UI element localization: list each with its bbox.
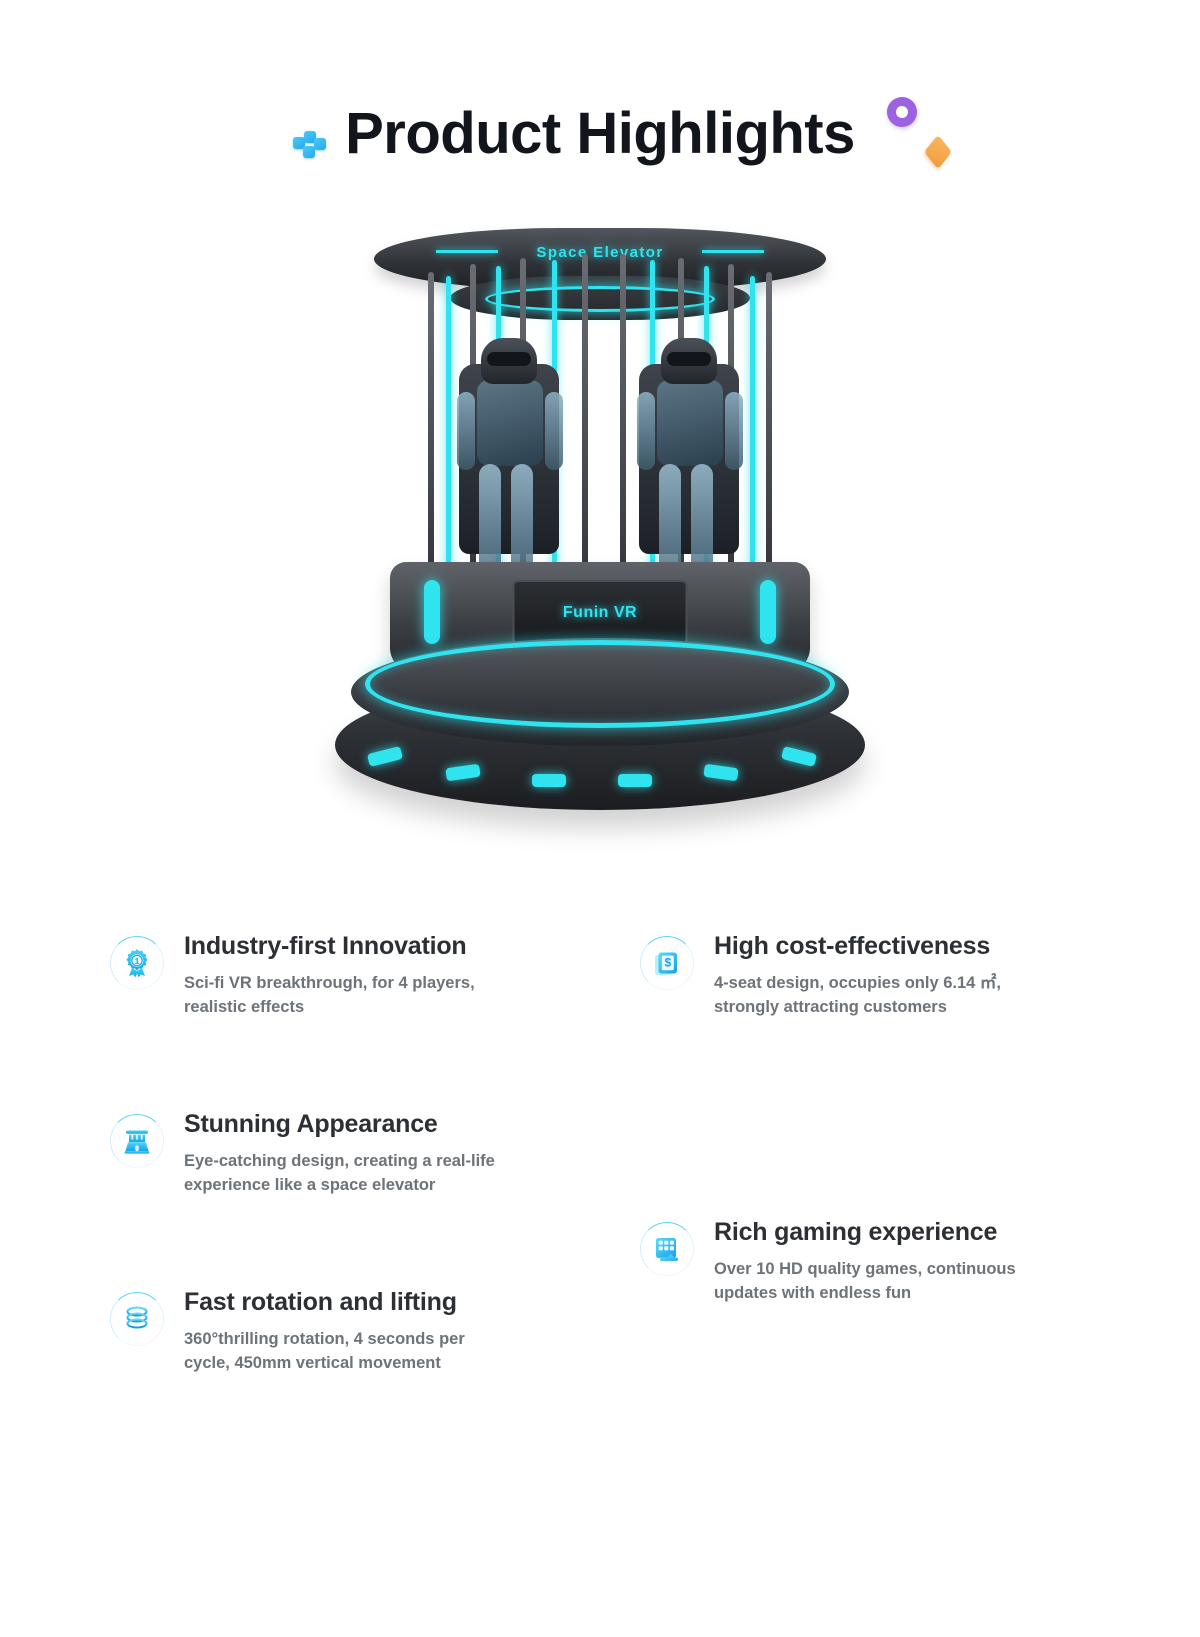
feature-industry-first-innovation: 1 Industry-first Innovation Sci-fi VR br… (110, 930, 620, 1020)
icon-glyph (120, 1302, 154, 1336)
money-book-icon: $ (640, 936, 694, 990)
rider-leg-right (691, 464, 713, 582)
feature-title: Fast rotation and lifting (184, 1287, 457, 1316)
feature-text: Rich gaming experience Over 10 HD qualit… (714, 1216, 1090, 1306)
spacer (110, 1090, 620, 1108)
feature-text: Industry-first Innovation Sci-fi VR brea… (184, 930, 620, 1020)
icon-glyph (120, 1124, 154, 1158)
rider-torso (477, 380, 543, 466)
icon-ring (110, 1291, 164, 1346)
svg-text:1: 1 (135, 956, 140, 966)
feature-description: Eye-catching design, creating a real-lif… (184, 1151, 495, 1194)
feature-text: High cost-effectiveness 4-seat design, o… (714, 930, 1090, 1020)
features-section: 1 Industry-first Innovation Sci-fi VR br… (0, 930, 1200, 1446)
brand-logo-text: Funin VR (562, 604, 638, 621)
app-grid-icon (640, 1221, 694, 1276)
features-grid: 1 Industry-first Innovation Sci-fi VR br… (110, 930, 1090, 1446)
page-title: Product Highlights (345, 101, 855, 166)
canopy-label: Space Elevator (536, 244, 664, 261)
rider-arm-right (545, 392, 563, 470)
feature-text: Fast rotation and lifting 360°thrilling … (184, 1286, 620, 1376)
spacer (640, 1090, 1090, 1216)
rider-arm-left (637, 392, 655, 470)
award-medal-icon: 1 (110, 936, 164, 990)
stacked-discs-icon (110, 1291, 164, 1346)
feature-fast-rotation-and-lifting: Fast rotation and lifting 360°thrilling … (110, 1286, 620, 1376)
icon-glyph: $ (650, 946, 684, 980)
canopy-trace-left (436, 250, 498, 253)
rider-left (435, 330, 585, 630)
rider-leg-right (511, 464, 533, 582)
rider-visor (667, 352, 711, 366)
icon-ring (640, 936, 694, 990)
purple-torus-icon (883, 93, 921, 131)
rider-right (615, 330, 765, 630)
spacer (110, 1268, 620, 1286)
rider-arm-right (725, 392, 743, 470)
deck-glow-right (760, 580, 776, 644)
base-light-strips (350, 734, 850, 794)
icon-glyph: 1 (120, 946, 154, 980)
feature-title: Rich gaming experience (714, 1217, 998, 1246)
feature-description: Sci-fi VR breakthrough, for 4 players, r… (184, 974, 475, 1016)
page-header: Product Highlights (0, 86, 1200, 182)
castle-building-icon (110, 1113, 164, 1168)
feature-description: 360°thrilling rotation, 4 seconds per cy… (184, 1329, 465, 1372)
feature-title: Stunning Appearance (184, 1109, 438, 1138)
features-column-right: $ High cost-effectiveness 4-seat design,… (620, 930, 1090, 1446)
rider-torso (657, 380, 723, 466)
features-column-left: 1 Industry-first Innovation Sci-fi VR br… (110, 930, 620, 1446)
icon-ring (640, 1221, 694, 1276)
feature-description: 4-seat design, occupies only 6.14 ㎡, str… (714, 974, 1002, 1016)
rider-visor (487, 352, 531, 366)
orange-diamond-icon (923, 134, 952, 170)
icon-ring (110, 936, 164, 990)
title-wrap: Product Highlights (293, 93, 952, 170)
feature-high-cost-effectiveness: $ High cost-effectiveness 4-seat design,… (640, 930, 1090, 1020)
canopy-glow-ring (485, 286, 715, 312)
feature-title: High cost-effectiveness (714, 932, 991, 960)
icon-ring (110, 1113, 164, 1168)
icon-glyph (650, 1232, 684, 1266)
svg-text:$: $ (664, 955, 671, 969)
rider-leg-left (479, 464, 501, 582)
feature-text: Stunning Appearance Eye-catching design,… (184, 1108, 620, 1198)
feature-stunning-appearance: Stunning Appearance Eye-catching design,… (110, 1108, 620, 1198)
deck-glow-left (424, 580, 440, 644)
canopy-trace-right (702, 250, 764, 253)
rider-arm-left (457, 392, 475, 470)
vr-space-elevator-machine: Space Elevator (320, 200, 880, 820)
feature-rich-gaming-experience: Rich gaming experience Over 10 HD qualit… (640, 1216, 1090, 1306)
deck-brand-panel: Funin VR (512, 580, 688, 646)
base-glow-ring (365, 640, 835, 728)
rider-seats (435, 330, 765, 630)
feature-title: Industry-first Innovation (184, 932, 467, 960)
rider-leg-left (659, 464, 681, 582)
feature-description: Over 10 HD quality games, continuous upd… (714, 1259, 1016, 1302)
product-image: Space Elevator (0, 200, 1200, 840)
blue-cubes-cluster-icon (293, 131, 327, 165)
